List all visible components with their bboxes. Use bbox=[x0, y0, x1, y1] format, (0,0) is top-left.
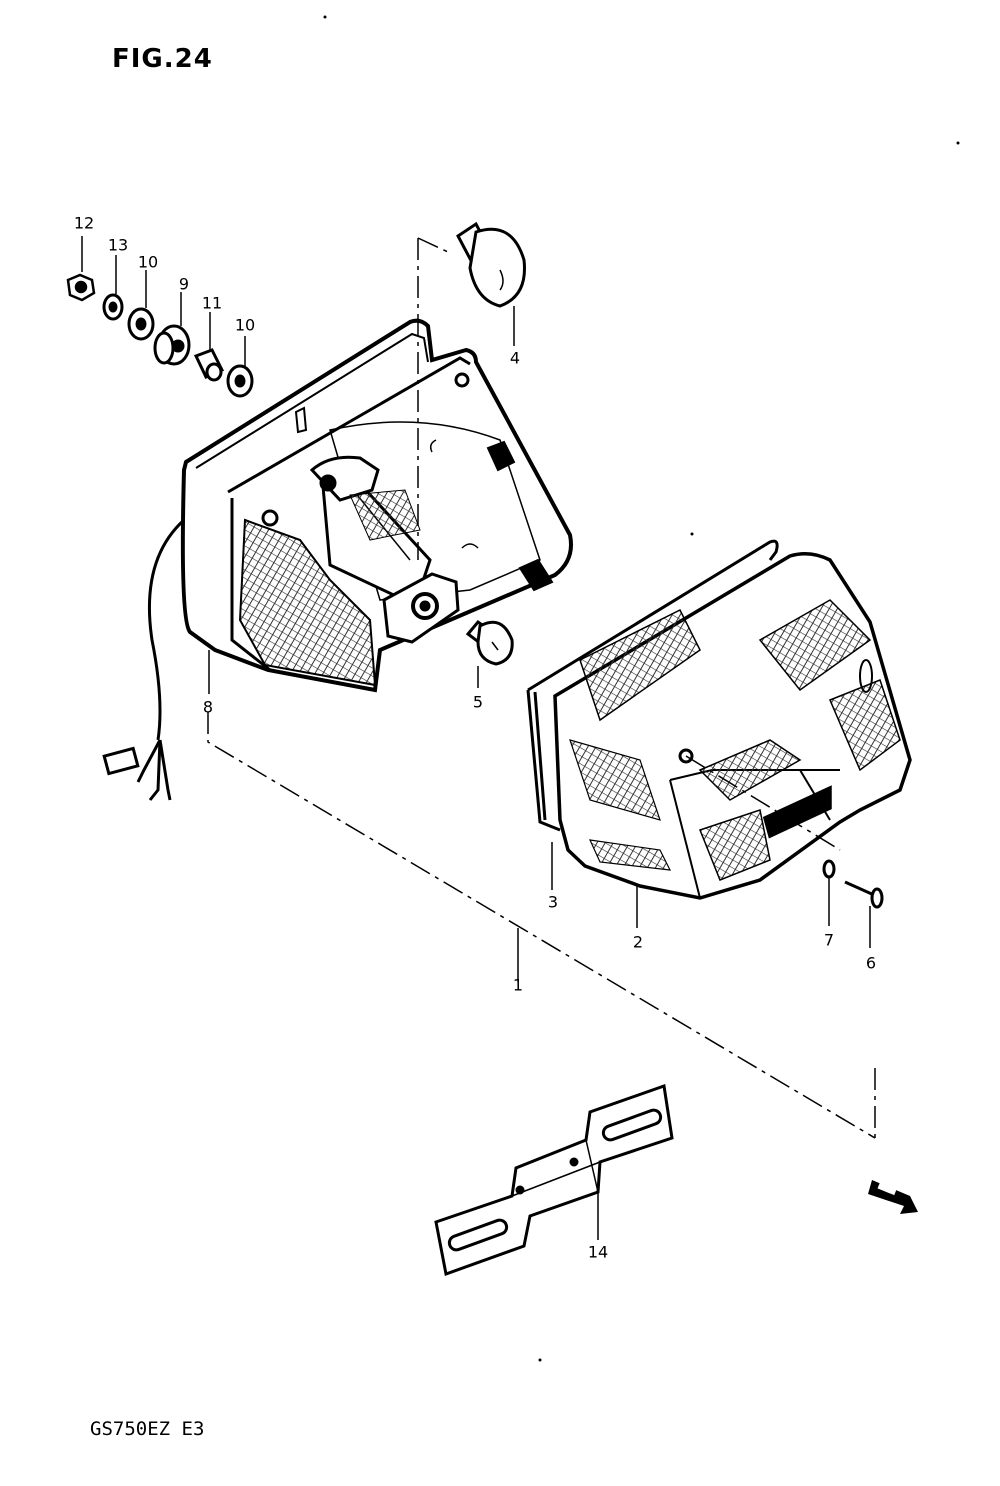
callout-8: 8 bbox=[202, 697, 214, 717]
callout-3: 3 bbox=[547, 892, 559, 912]
speck bbox=[538, 1358, 542, 1362]
part-9-cushion bbox=[153, 324, 191, 366]
callout-7: 7 bbox=[823, 930, 835, 950]
callout-13: 13 bbox=[107, 235, 129, 255]
callout-10-lower: 10 bbox=[234, 315, 256, 335]
part-14-license-bracket bbox=[434, 1083, 674, 1277]
small-part-leaders bbox=[81, 236, 246, 366]
figure-title: FIG.24 bbox=[112, 44, 213, 74]
callout-leaders bbox=[208, 306, 871, 1240]
speck bbox=[323, 15, 327, 19]
callout-4: 4 bbox=[509, 348, 521, 368]
model-code: GS750EZ E3 bbox=[90, 1418, 205, 1440]
part-11-spacer bbox=[193, 348, 225, 382]
part-8-housing-gasket bbox=[180, 318, 573, 693]
part-6-screw bbox=[844, 880, 884, 909]
callout-1: 1 bbox=[512, 975, 524, 995]
part-5-bulb bbox=[465, 619, 514, 666]
callout-14: 14 bbox=[587, 1242, 609, 1262]
part-10-washer-upper bbox=[127, 307, 155, 341]
part-2-lens bbox=[553, 552, 912, 900]
part-13-washer bbox=[102, 293, 124, 321]
callout-6: 6 bbox=[865, 953, 877, 973]
speck bbox=[956, 141, 960, 145]
part-4-bulb bbox=[456, 221, 526, 308]
assembly-dashed-lines bbox=[207, 237, 876, 1139]
part-3-lens-gasket bbox=[526, 539, 779, 832]
callout-12: 12 bbox=[73, 213, 95, 233]
callout-5: 5 bbox=[472, 692, 484, 712]
front-direction-arrow-icon bbox=[868, 1180, 918, 1214]
callout-11: 11 bbox=[201, 293, 223, 313]
wiring-harness bbox=[102, 518, 186, 801]
part-7-washer bbox=[822, 859, 836, 879]
part-10-washer-lower bbox=[226, 364, 254, 398]
callout-2: 2 bbox=[632, 932, 644, 952]
callout-10-upper: 10 bbox=[137, 252, 159, 272]
speck bbox=[690, 532, 694, 536]
callout-9: 9 bbox=[178, 274, 190, 294]
part-12-nut bbox=[66, 273, 96, 302]
